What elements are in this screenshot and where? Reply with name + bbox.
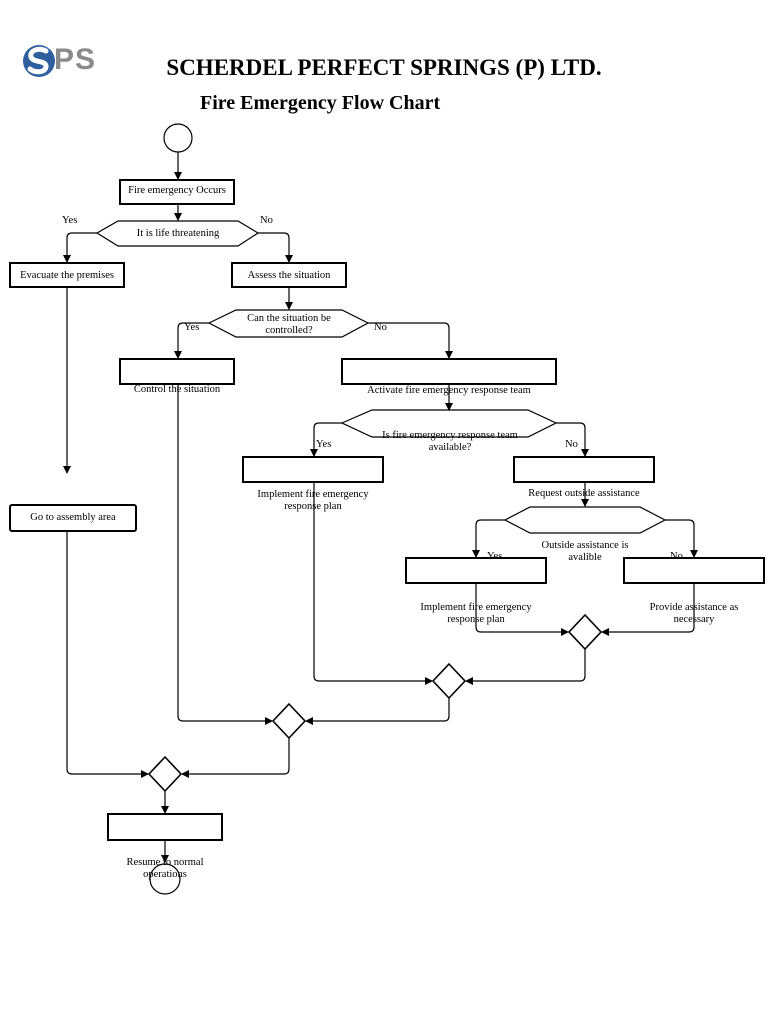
no-label-team: No xyxy=(565,439,578,450)
resume-box xyxy=(107,813,223,841)
implement-plan-2-box xyxy=(405,557,547,584)
sps-logo xyxy=(22,42,98,80)
yes-label-life: Yes xyxy=(62,215,78,226)
activate-team-box xyxy=(341,358,557,385)
start-node xyxy=(163,123,193,153)
yes-label-outside: Yes xyxy=(487,551,503,562)
logo-s-icon xyxy=(23,45,55,77)
provide-assistance-box xyxy=(623,557,765,584)
life-threatening-label: It is life threatening xyxy=(136,228,220,239)
can-control-label: Can the situation be controlled? xyxy=(247,313,331,336)
no-label-life: No xyxy=(260,215,273,226)
fire-occurs-label: Fire emergency Occurs xyxy=(128,185,226,196)
request-outside-label: Request outside assistance xyxy=(528,488,640,499)
no-label-control: No xyxy=(374,322,387,333)
outside-available-label: Outside assistance is avalible xyxy=(541,540,629,563)
merge-diamond-4 xyxy=(147,755,183,793)
merge-diamond-3 xyxy=(271,702,307,740)
control-box xyxy=(119,358,235,385)
yes-label-control: Yes xyxy=(184,322,200,333)
logo-text: PS xyxy=(54,43,97,76)
no-label-outside: No xyxy=(670,551,683,562)
merge-diamond-2 xyxy=(431,662,467,700)
page-title: Fire Emergency Flow Chart xyxy=(200,92,441,114)
merge-diamond-1 xyxy=(567,613,603,651)
outside-available-decision xyxy=(503,506,667,534)
company-name: SCHERDEL PERFECT SPRINGS (P) LTD. xyxy=(166,55,602,80)
activate-team-label: Activate fire emergency response team xyxy=(367,385,531,396)
control-label: Control the situation xyxy=(133,384,221,395)
provide-assistance-label: Provide assistance as necessary xyxy=(649,602,739,625)
implement-plan-2-label: Implement fire emergency response plan xyxy=(420,602,532,625)
implement-plan-1-label: Implement fire emergency response plan xyxy=(257,489,369,512)
assess-label: Assess the situation xyxy=(247,270,331,281)
resume-label: Resume to normal operations xyxy=(126,857,204,880)
evacuate-label: Evacuate the premises xyxy=(20,270,114,281)
team-available-label: Is fire emergency response team availabl… xyxy=(382,430,518,453)
assembly-label: Go to assembly area xyxy=(30,512,116,523)
yes-label-team: Yes xyxy=(316,439,332,450)
implement-plan-1-box xyxy=(242,456,384,483)
assembly-box xyxy=(9,504,137,532)
fire-occurs-box xyxy=(119,179,235,205)
end-node xyxy=(149,863,181,895)
request-outside-box xyxy=(513,456,655,483)
